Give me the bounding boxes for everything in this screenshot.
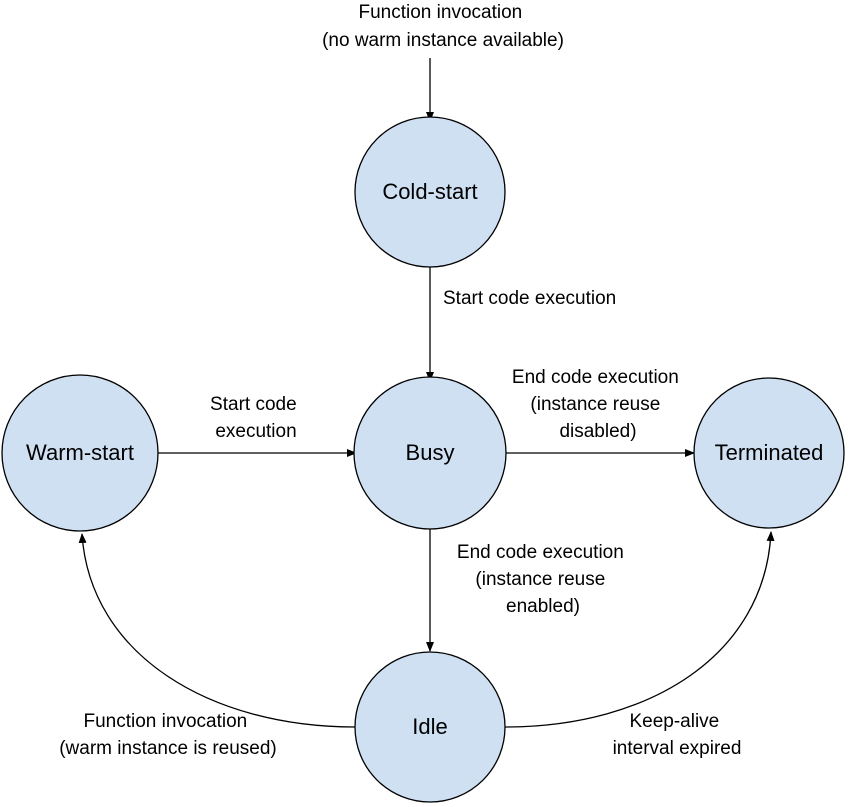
idle-to-warm-label-line-2: (warm instance is reused) [59, 738, 277, 759]
idle-to-warm-label: Function invocation (warm instance is re… [59, 711, 277, 759]
node-terminated: Terminated [693, 377, 845, 529]
busy-to-idle-label: End code execution (instance reuse enabl… [457, 542, 629, 617]
node-warm-start-label: Warm-start [26, 440, 134, 465]
entry-label-line-2: (no warm instance available) [322, 30, 564, 51]
idle-to-warm-label-line-1: Function invocation [84, 711, 248, 732]
node-idle-label: Idle [412, 714, 447, 739]
busy-to-terminated-label-line-1: End code execution [512, 367, 679, 388]
busy-to-terminated-label-line-3: disabled) [559, 421, 636, 442]
cold-to-busy-label-line-1: Start code execution [443, 288, 616, 309]
node-warm-start: Warm-start [1, 374, 159, 532]
warm-to-busy-label-line-2: execution [215, 421, 296, 442]
busy-to-idle-label-line-3: enabled) [506, 596, 580, 617]
idle-to-terminated-label: Keep-alive interval expired [613, 711, 742, 759]
idle-to-terminated-arrow [504, 531, 775, 728]
busy-to-terminated-label-line-2: (instance reuse [530, 394, 660, 415]
node-busy-label: Busy [406, 440, 455, 465]
node-busy: Busy [353, 376, 507, 530]
busy-to-idle-label-line-1: End code execution [457, 542, 624, 563]
node-cold-start-label: Cold-start [382, 179, 477, 204]
idle-to-warm-arrow [78, 533, 356, 728]
busy-to-idle-label-line-2: (instance reuse [475, 569, 605, 590]
node-terminated-label: Terminated [715, 440, 824, 465]
node-cold-start: Cold-start [354, 116, 506, 268]
entry-label-line-1: Function invocation [359, 2, 523, 23]
warm-to-busy-label-line-1: Start code [210, 394, 297, 415]
cold-to-busy-label: Start code execution [443, 288, 616, 309]
idle-to-terminated-label-line-1: Keep-alive [629, 711, 719, 732]
idle-to-terminated-label-line-2: interval expired [613, 738, 742, 759]
node-idle: Idle [354, 651, 506, 803]
entry-label: Function invocation (no warm instance av… [322, 2, 564, 51]
busy-to-terminated-label: End code execution (instance reuse disab… [512, 367, 684, 442]
warm-to-busy-label: Start code execution [210, 394, 302, 442]
